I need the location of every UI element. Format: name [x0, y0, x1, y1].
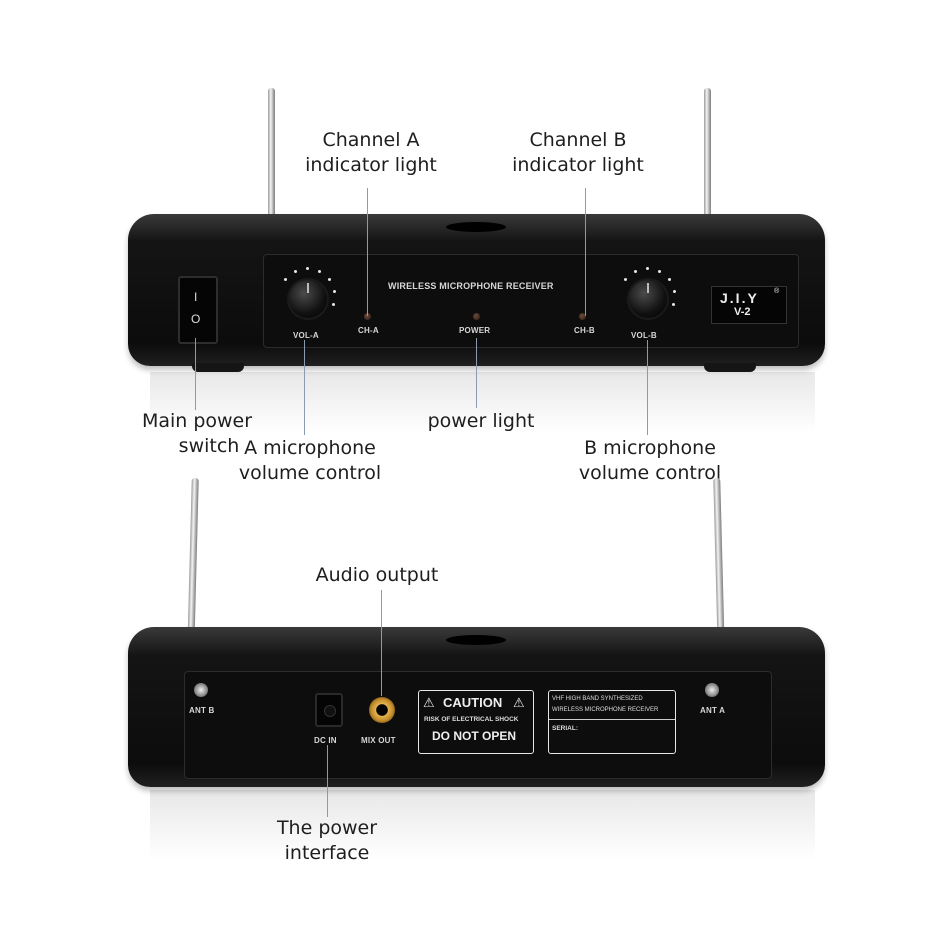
vol-a-knob-group[interactable]	[268, 262, 348, 338]
spec-divider	[549, 719, 675, 720]
receiver-title: WIRELESS MICROPHONE RECEIVER	[388, 281, 554, 291]
leader-power-switch	[195, 338, 196, 410]
do-not-open: DO NOT OPEN	[432, 729, 517, 743]
ch-b-led	[579, 313, 586, 320]
warning-icon-right: ⚠	[513, 695, 525, 710]
spec-line-1: VHF HIGH BAND SYNTHESIZED	[552, 696, 643, 702]
annotation-b-mic-volume: B microphone volume control	[578, 437, 722, 484]
annotation-channel-b-light: Channel B indicator light	[512, 129, 644, 176]
ch-a-led	[364, 313, 371, 320]
back-panel-plate	[184, 671, 772, 779]
leader-vol-a	[304, 340, 305, 435]
vol-b-knob-group[interactable]	[608, 262, 688, 338]
leader-ch-a	[367, 188, 368, 316]
leader-audio-output	[381, 590, 382, 696]
leader-ch-b	[585, 188, 586, 316]
back-reflection	[150, 790, 815, 860]
antenna-right-front	[704, 88, 711, 228]
front-foot-left	[192, 363, 244, 372]
front-faceplate	[263, 254, 799, 348]
model-name: V-2	[734, 306, 751, 318]
mix-out-jack[interactable]	[369, 697, 395, 723]
front-reflection	[150, 372, 815, 432]
annotation-audio-output: Audio output	[315, 564, 439, 586]
top-slot	[446, 222, 506, 232]
switch-on-mark: I	[194, 290, 198, 304]
annotation-a-mic-volume: A microphone volume control	[238, 437, 382, 484]
brand-badge: J.I.Y ® V-2	[711, 286, 787, 324]
ant-b-connector	[194, 683, 208, 697]
top-slot-back	[446, 635, 506, 645]
annotation-main-power-switch: Main power switch	[141, 410, 253, 457]
power-label: POWER	[459, 326, 491, 335]
leader-vol-b	[647, 340, 648, 435]
vol-b-label: VOL-B	[631, 331, 657, 340]
vol-a-label: VOL-A	[293, 331, 319, 340]
mix-out-label: MIX OUT	[361, 736, 396, 745]
switch-off-mark: O	[191, 312, 201, 326]
registered-mark: ®	[774, 288, 780, 295]
ant-a-label: ANT A	[700, 706, 726, 715]
power-led	[473, 313, 480, 320]
vol-a-knob[interactable]	[289, 280, 327, 318]
annotation-power-interface: The power interface	[276, 817, 378, 864]
power-switch[interactable]: I O	[178, 276, 218, 344]
spec-line-2: WIRELESS MICROPHONE RECEIVER	[552, 707, 659, 713]
brand-name: J.I.Y	[720, 290, 759, 306]
ant-b-label: ANT B	[189, 706, 215, 715]
dc-in-jack[interactable]	[315, 693, 343, 727]
warning-icon-left: ⚠	[423, 695, 435, 710]
dc-in-label: DC IN	[314, 736, 337, 745]
caution-subtitle: RISK OF ELECTRICAL SHOCK	[424, 716, 519, 723]
front-receiver-body: I O VOL-A WIRELESS MICROPHONE RECEIVER C…	[128, 214, 825, 366]
leader-power-interface	[327, 745, 328, 817]
antenna-left-front	[268, 88, 275, 228]
leader-power-light	[476, 338, 477, 408]
back-receiver-body: ANT B DC IN MIX OUT ⚠ CAUTION ⚠ RISK OF …	[128, 627, 825, 787]
vol-b-knob[interactable]	[629, 280, 667, 318]
annotation-power-light: power light	[427, 410, 535, 432]
caution-label: ⚠ CAUTION ⚠ RISK OF ELECTRICAL SHOCK DO …	[418, 690, 534, 754]
spec-label: VHF HIGH BAND SYNTHESIZED WIRELESS MICRO…	[548, 690, 676, 754]
serial-label: SERIAL:	[552, 725, 578, 732]
ant-a-connector	[705, 683, 719, 697]
ch-a-label: CH-A	[358, 326, 379, 335]
ch-b-label: CH-B	[574, 326, 595, 335]
front-foot-right	[704, 363, 756, 372]
annotation-channel-a-light: Channel A indicator light	[305, 129, 437, 176]
caution-title: CAUTION	[443, 695, 503, 710]
